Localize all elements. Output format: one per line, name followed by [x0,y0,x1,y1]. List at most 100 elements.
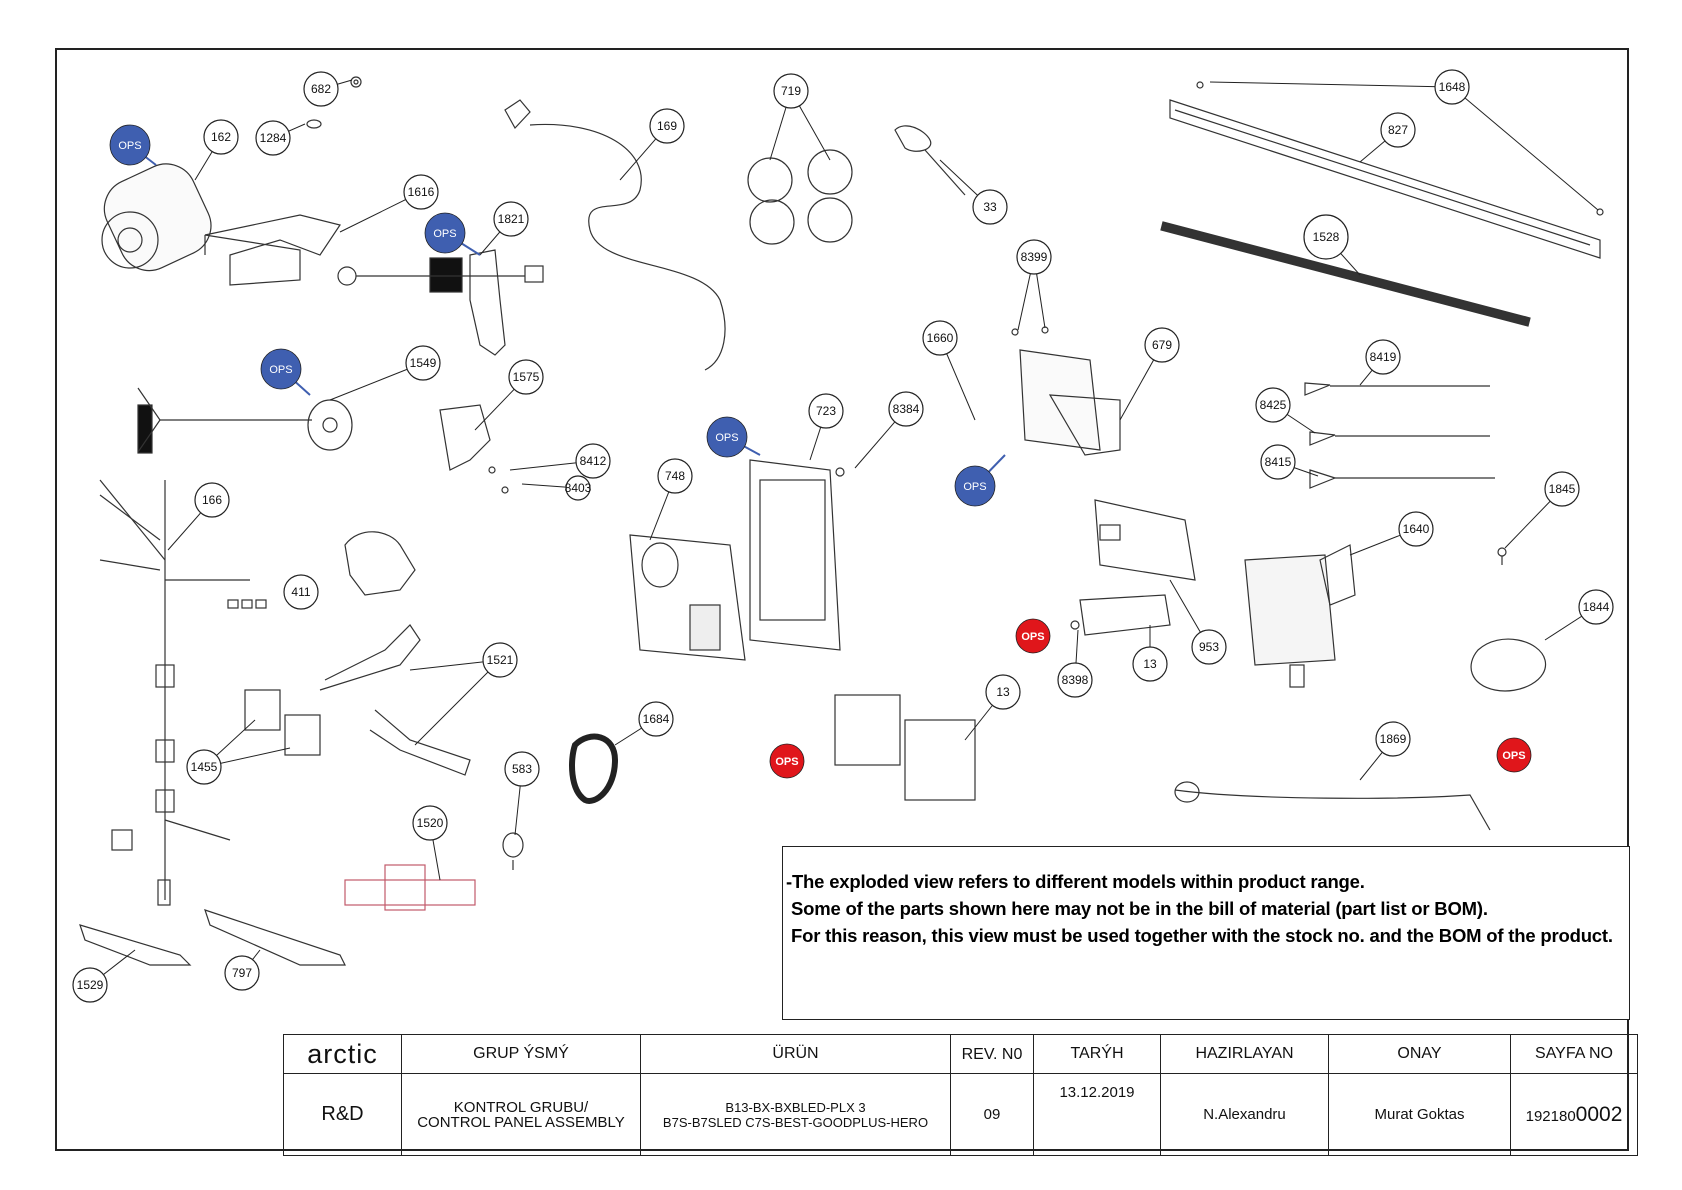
callout-circle [303,71,339,107]
callout-circle [1303,214,1349,260]
callout-8419: 8419 [1365,339,1401,375]
callout-label: 13 [1143,657,1157,671]
callout-circle [1057,662,1093,698]
callout-583: 583 [504,751,540,787]
callout-label: 166 [202,493,222,507]
callout-13: 13 [1132,646,1168,682]
callout-8415: 8415 [1260,444,1296,480]
callout-circle [1365,339,1401,375]
ops-marker-red: OPS [1496,737,1532,773]
callout-label: 953 [1199,640,1219,654]
part-1284-ring [306,119,322,129]
callout-label: 1684 [643,712,670,726]
callout-circle [72,967,108,1003]
callout-circle [412,805,448,841]
ops-marker-blue: OPS [109,124,157,166]
callout-label: 1648 [1439,80,1466,94]
callout-827: 827 [1380,112,1416,148]
product-line-2: B7S-B7SLED C7S-BEST-GOODPLUS-HERO [662,1114,929,1130]
page-prefix: 192180 [1525,1107,1576,1125]
callout-label: 1284 [260,131,287,145]
callout-label: 411 [291,585,310,599]
callout-label: 8399 [1021,250,1048,264]
ops-label: OPS [775,756,798,768]
callout-label: 1844 [1583,600,1610,614]
callout-label: 827 [1388,123,1408,137]
callout-13: 13 [985,674,1021,710]
callout-8398: 8398 [1057,662,1093,698]
leader-line [1451,86,1599,211]
part-583 [502,832,524,870]
callout-1844: 1844 [1578,589,1614,625]
part-748-board [629,534,746,661]
brand-logo: arctic [283,1034,402,1074]
callout-label: 1521 [487,653,514,667]
part-719-cams [747,149,853,245]
callout-719: 719 [773,73,809,109]
ops-label: OPS [1021,631,1044,643]
callout-label: 13 [996,685,1010,699]
callout-8412: 8412 [575,443,611,479]
part-1869-rod [1174,781,1491,831]
callout-label: 1549 [410,356,437,370]
leader-line [414,659,501,746]
callout-label: 169 [657,119,677,133]
part-827-rail [1169,81,1604,259]
callout-label: 33 [983,200,997,214]
callout-33: 33 [972,189,1008,225]
dept-value: R&D [283,1073,402,1156]
header-page: SAYFA NO [1510,1034,1638,1074]
callout-1684: 1684 [638,701,674,737]
callout-circle [1398,511,1434,547]
ops-circle [424,212,466,254]
part-1549-knob [137,387,353,454]
ops-circle [109,124,151,166]
part-682-nut [350,76,362,88]
callout-748: 748 [657,458,693,494]
callout-8384: 8384 [888,391,924,427]
group-line-1: KONTROL GRUBU/ [453,1098,589,1116]
callout-circle [972,189,1008,225]
ops-label: OPS [715,432,738,444]
group-value: KONTROL GRUBU/ CONTROL PANEL ASSEMBLY [401,1073,641,1156]
callout-circle [1255,387,1291,423]
callout-label: 1616 [408,185,435,199]
callout-circle [493,201,529,237]
part-953-box [1094,499,1196,581]
callout-circle [575,443,611,479]
callout-label: 8419 [1370,350,1397,364]
callout-circle [638,701,674,737]
callout-circle [403,174,439,210]
callout-1455: 1455 [186,749,222,785]
callout-circle [1191,629,1227,665]
rev-value: 09 [950,1073,1034,1156]
callout-circle [773,73,809,109]
callout-circle [482,642,518,678]
callout-1821: 1821 [493,201,529,237]
callout-circle [657,458,693,494]
ops-circle [1496,737,1532,773]
callout-circle [1380,112,1416,148]
callout-1616: 1616 [403,174,439,210]
ops-marker-red: OPS [1015,618,1051,654]
callout-label: 1640 [1403,522,1430,536]
ops-circle [1015,618,1051,654]
callout-8425: 8425 [1255,387,1291,423]
callout-circle [1578,589,1614,625]
part-1844-clip [1470,638,1547,692]
ops-label: OPS [433,228,456,240]
callout-circle [283,574,319,610]
ops-circle [769,743,805,779]
approved-value: Murat Goktas [1328,1073,1511,1156]
callout-circle [1544,471,1580,507]
ops-marker-red: OPS [769,743,805,779]
header-date: TARÝH [1033,1034,1161,1074]
part-1821-holder [337,249,544,356]
callout-label: 8384 [893,402,920,416]
callout-circle [255,120,291,156]
callout-166: 166 [194,482,230,518]
callout-label: 748 [665,469,685,483]
callout-1869: 1869 [1375,721,1411,757]
callout-circle [565,475,591,501]
